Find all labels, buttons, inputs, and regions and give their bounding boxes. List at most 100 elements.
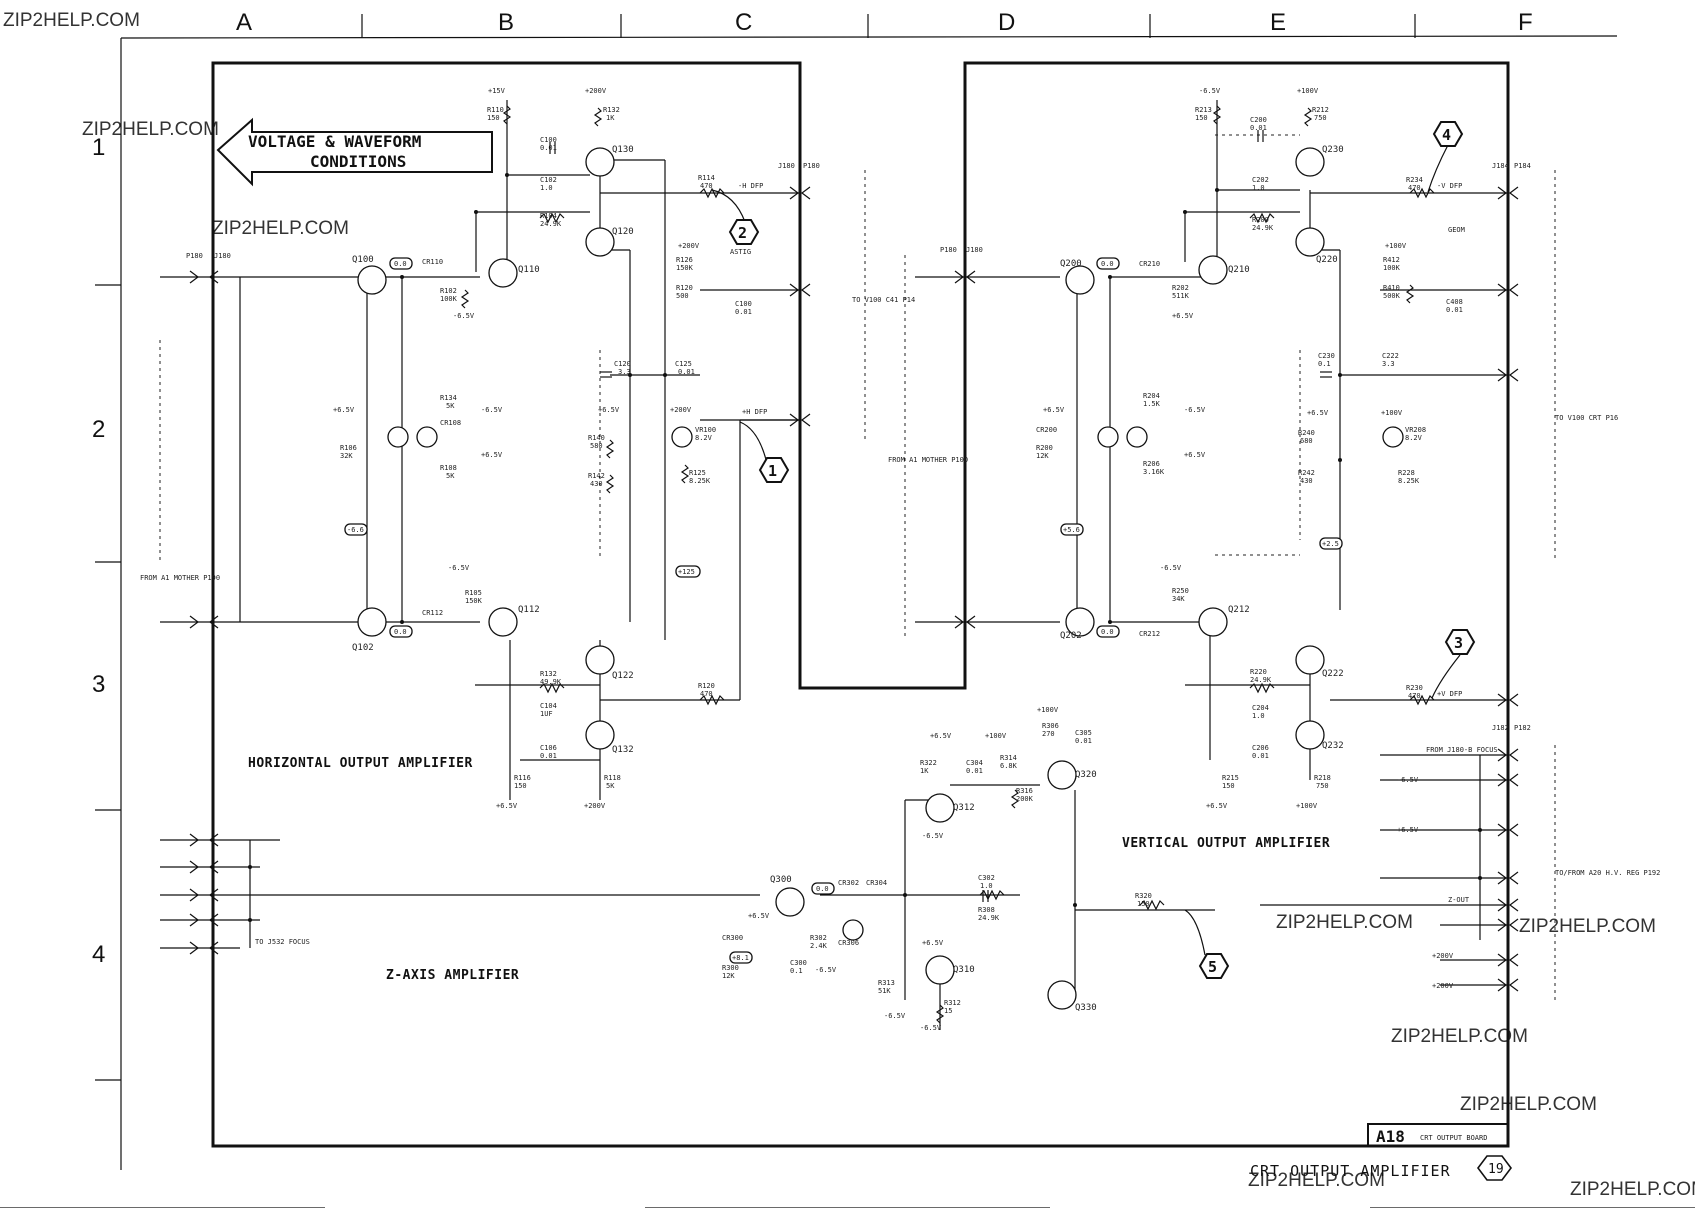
svg-text:C222: C222 [1382, 352, 1399, 360]
svg-text:C302: C302 [978, 874, 995, 882]
svg-text:R215: R215 [1222, 774, 1239, 782]
signal-to-focus: TO J532 FOCUS [255, 938, 310, 946]
svg-text:+6.5V: +6.5V [1206, 802, 1228, 810]
watermark-top-left: ZIP2HELP.COM [3, 10, 140, 31]
svg-text:CR112: CR112 [422, 609, 443, 617]
svg-text:R242: R242 [1298, 469, 1315, 477]
zener-vr100 [671, 426, 693, 448]
svg-text:32K: 32K [340, 452, 353, 460]
svg-text:R313: R313 [878, 979, 895, 987]
svg-text:+200V: +200V [1432, 952, 1454, 960]
connector-pin [1497, 773, 1519, 787]
callout-3: 3 [1431, 629, 1476, 699]
grid-row-2: 2 [92, 416, 105, 443]
board-id: A18 [1376, 1127, 1405, 1146]
transistor-q110: Q110 [488, 258, 540, 288]
connector-pin [1497, 186, 1519, 200]
connector-pin [189, 270, 219, 284]
svg-text:500: 500 [676, 292, 689, 300]
callout-1-label: 1 [768, 462, 777, 480]
sheet-frame [0, 14, 1695, 1208]
transistor-q300: Q300 [770, 875, 805, 917]
svg-text:C106: C106 [540, 744, 557, 752]
svg-text:Q210: Q210 [1228, 265, 1250, 275]
svg-text:+200V: +200V [584, 802, 606, 810]
svg-text:24.9K: 24.9K [1252, 224, 1274, 232]
transistor-q220: Q220 [1295, 227, 1338, 265]
svg-text:15: 15 [944, 1007, 952, 1015]
svg-text:C120: C120 [614, 360, 631, 368]
svg-text:R125: R125 [689, 469, 706, 477]
svg-text:+100V: +100V [1297, 87, 1319, 95]
svg-text:1.0: 1.0 [980, 882, 993, 890]
transistor-q330: Q330 [1047, 980, 1097, 1013]
svg-text:270: 270 [1042, 730, 1055, 738]
svg-text:R316: R316 [1016, 787, 1033, 795]
signal-from-mother-a: FROM A1 MOTHER P100 [888, 456, 968, 464]
transistor-q112: Q112 [488, 605, 540, 637]
transistor-q120: Q120 [585, 227, 634, 257]
svg-text:8.2V: 8.2V [1405, 434, 1423, 442]
svg-text:150K: 150K [465, 597, 483, 605]
svg-text:+100V: +100V [985, 732, 1007, 740]
svg-text:150: 150 [1137, 900, 1150, 908]
connector-pin [189, 941, 219, 955]
svg-text:0.0: 0.0 [394, 628, 407, 636]
signal-v-dfp-plus: +V DFP [1437, 690, 1462, 698]
svg-text:C304: C304 [966, 759, 983, 767]
svg-text:+100V: +100V [1037, 706, 1059, 714]
svg-text:0.01: 0.01 [540, 752, 557, 760]
title-arrow-line2: CONDITIONS [310, 152, 406, 171]
svg-text:500K: 500K [1383, 292, 1401, 300]
transistor-q122: Q122 [585, 645, 634, 681]
svg-text:5K: 5K [606, 782, 615, 790]
grid-row-4: 4 [92, 941, 105, 968]
svg-text:750: 750 [1314, 114, 1327, 122]
svg-text:+100V: +100V [1385, 242, 1407, 250]
conn-midright-p-label: P180 [940, 246, 957, 254]
connector-pin [1497, 693, 1519, 707]
svg-text:+100V: +100V [1296, 802, 1318, 810]
svg-text:+100V: +100V [1381, 409, 1403, 417]
callout-5-label: 5 [1208, 958, 1217, 976]
svg-text:Q320: Q320 [1075, 770, 1097, 780]
connector-pin [954, 270, 976, 284]
svg-text:R202: R202 [1172, 284, 1189, 292]
connector-pins-mid-right: P180 J180 [940, 246, 983, 629]
svg-text:-6.5V: -6.5V [481, 406, 503, 414]
section-zaxis-title: Z-AXIS AMPLIFIER [386, 968, 519, 983]
svg-text:0.01: 0.01 [1075, 737, 1092, 745]
svg-text:CR108: CR108 [440, 419, 461, 427]
svg-text:-6.5V: -6.5V [884, 1012, 906, 1020]
svg-text:470: 470 [1408, 184, 1421, 192]
svg-text:R104: R104 [540, 212, 557, 220]
grid-col-a: A [236, 9, 252, 36]
svg-text:0.0: 0.0 [1101, 260, 1114, 268]
conn-midleft-j-label: J180 [778, 162, 795, 170]
signal-z-out: Z-OUT [1448, 896, 1470, 904]
svg-text:430: 430 [590, 480, 603, 488]
signal-to-view: TO V100 C41 P14 [852, 296, 915, 304]
svg-text:6.8K: 6.8K [1000, 762, 1018, 770]
grid-column-labels: A B C D E F [236, 9, 1533, 36]
svg-text:150: 150 [1222, 782, 1235, 790]
svg-text:Q232: Q232 [1322, 741, 1344, 751]
svg-text:Q100: Q100 [352, 255, 374, 265]
connector-pin [1497, 978, 1519, 992]
connector-pin [1497, 953, 1519, 967]
signal-labels: -H DFP +H DFP -V DFP +V DFP Z-OUT ASTIG … [140, 182, 1660, 946]
test-point: +8.1 [729, 951, 753, 964]
svg-text:R322: R322 [920, 759, 937, 767]
wiring [159, 100, 1556, 1030]
svg-text:0.01: 0.01 [1446, 306, 1463, 314]
connector-pin [1497, 823, 1519, 837]
svg-text:+8.1: +8.1 [732, 954, 749, 962]
svg-text:R228: R228 [1398, 469, 1415, 477]
svg-text:R213: R213 [1195, 106, 1212, 114]
svg-text:Q112: Q112 [518, 605, 540, 615]
svg-text:Q300: Q300 [770, 875, 792, 885]
junctions [248, 173, 1482, 922]
conn-righttop-j-label: J184 [1492, 162, 1509, 170]
transistor-q232: Q232 [1295, 720, 1344, 751]
transistor-q100: Q100 [352, 255, 387, 295]
